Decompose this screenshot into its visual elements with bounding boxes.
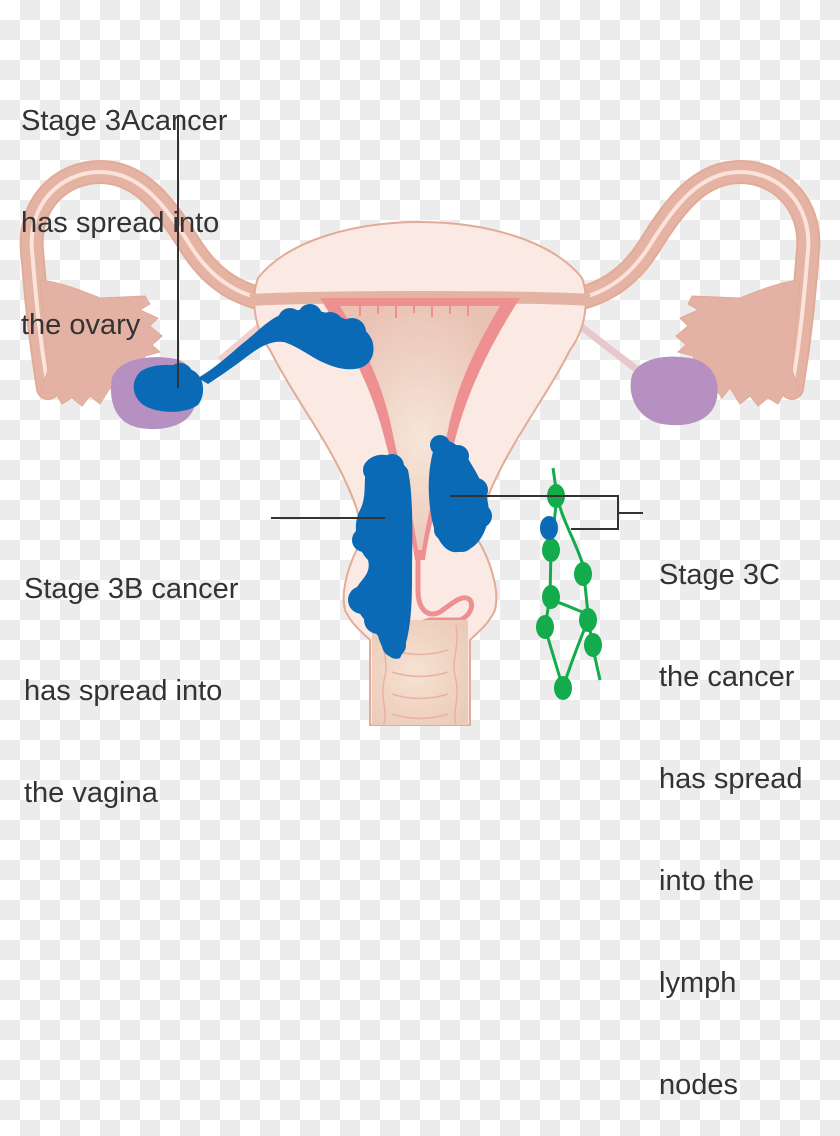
stage-3c-line-2: the cancer	[659, 661, 795, 693]
uterus-cancer-diagram	[19, 115, 821, 726]
stage-3c-line-6: nodes	[659, 1069, 739, 1101]
ovarian-ligaments	[217, 319, 643, 375]
stage-3a-label: Stage 3Acancer has spread into the ovary	[21, 36, 227, 376]
stage-3a-line-1: Stage 3Acancer	[21, 105, 228, 137]
stage-3a-line-3: the ovary	[21, 309, 141, 341]
stage-3c-line-3: has spread	[659, 763, 803, 795]
stage-3b-label: Stage 3B cancer has spread into the vagi…	[24, 504, 238, 844]
lymph-node	[574, 562, 592, 586]
lymph-node-cancer	[540, 516, 558, 540]
right-ovary	[630, 356, 718, 426]
lymph-node	[536, 615, 554, 639]
leader-lines	[177, 115, 643, 530]
lymph-nodes	[536, 467, 602, 700]
stage-3c-line-5: lymph	[659, 967, 737, 999]
stage-3b-line-2: has spread into	[24, 675, 223, 707]
stage-3c-label: Stage 3C the cancer has spread into the …	[659, 490, 803, 1136]
tumors	[133, 304, 492, 659]
lymph-node	[554, 676, 572, 700]
uterine-cavity	[340, 306, 500, 550]
lymph-node	[579, 608, 597, 632]
stage-3b-line-3: the vagina	[24, 777, 158, 809]
stage-3c-line-1: Stage 3C	[659, 559, 780, 591]
stage-3a-line-2: has spread into	[21, 207, 220, 239]
lymph-node	[584, 633, 602, 657]
stage-3b-line-1: Stage 3B cancer	[24, 573, 239, 605]
stage-3c-line-4: into the	[659, 865, 755, 897]
lymph-node	[542, 585, 560, 609]
lymph-node	[542, 538, 560, 562]
